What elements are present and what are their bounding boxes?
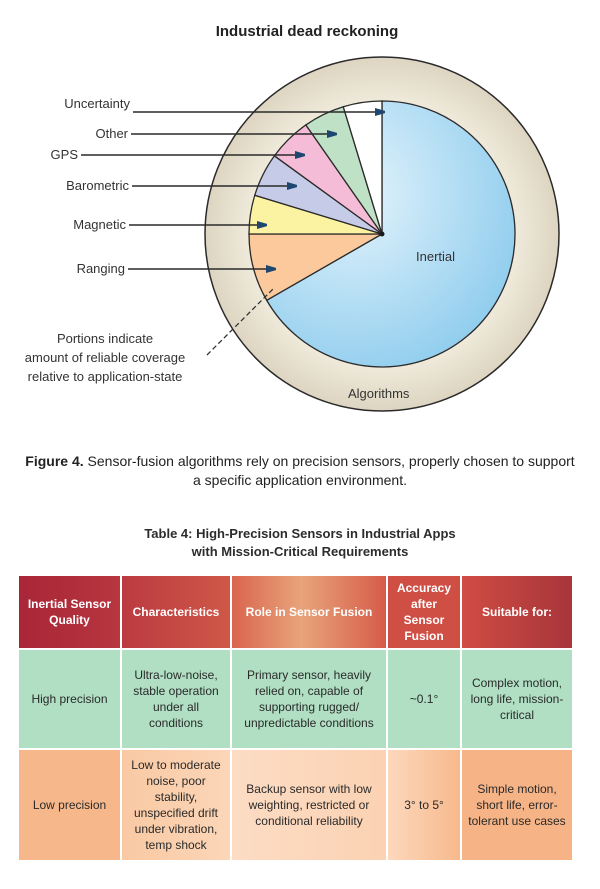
chart-title: Industrial dead reckoning [216, 23, 399, 40]
annotation: Portions indicate amount of reliable cov… [25, 287, 275, 384]
cell-quality: High precision [17, 648, 122, 750]
cell-role: Primary sensor, heavily relied on, capab… [230, 648, 388, 750]
figure-caption-text: Sensor-fusion algorithms rely on precisi… [83, 453, 575, 488]
header-suitable-for: Suitable for: [460, 574, 574, 650]
sensor-table: Inertial Sensor Quality Characteristics … [17, 574, 574, 862]
cell-accuracy: 3° to 5° [386, 748, 462, 862]
header-role: Role in Sensor Fusion [230, 574, 388, 650]
slice-label-barometric: Barometric [66, 178, 129, 193]
slice-label-uncertainty: Uncertainty [64, 96, 130, 111]
table-title-line-2: with Mission-Critical Requirements [191, 544, 409, 559]
cell-suitable-for: Simple motion, short life, error-toleran… [460, 748, 574, 862]
annotation-line-2: amount of reliable coverage [25, 350, 185, 365]
annotation-line-3: relative to application-state [28, 369, 183, 384]
cell-accuracy: ~0.1° [386, 648, 462, 750]
figure-caption: Figure 4. Sensor-fusion algorithms rely … [20, 452, 580, 490]
cell-suitable-for: Complex motion, long life, mission-criti… [460, 648, 574, 750]
ring-label: Algorithms [348, 386, 410, 401]
figure-label: Figure 4. [25, 453, 84, 469]
pie-slice-inertial [265, 100, 516, 368]
annotation-line-1: Portions indicate [57, 331, 153, 346]
pie-slice-uncertainty [342, 100, 383, 235]
pie-chart: Industrial dead reckoning Ranging Magneti… [25, 23, 560, 412]
header-characteristics: Characteristics [120, 574, 232, 650]
cell-characteristics: Ultra-low-noise, stable operation under … [120, 648, 232, 750]
cell-role: Backup sensor with low weighting, restri… [230, 748, 388, 862]
header-accuracy: Accuracy after Sensor Fusion [386, 574, 462, 650]
cell-characteristics: Low to moderate noise, poor stability, u… [120, 748, 232, 862]
table-row: Low precision Low to moderate noise, poo… [17, 748, 574, 862]
table-title: Table 4: High-Precision Sensors in Indus… [0, 525, 600, 561]
slice-label-ranging: Ranging [77, 261, 125, 276]
header-sensor-quality: Inertial Sensor Quality [17, 574, 122, 650]
table-title-line-1: Table 4: High-Precision Sensors in Indus… [144, 526, 456, 541]
pie-center [379, 231, 385, 237]
slice-label-magnetic: Magnetic [73, 217, 126, 232]
slice-label-inertial: Inertial [416, 249, 455, 264]
slice-label-gps: GPS [51, 147, 79, 162]
cell-quality: Low precision [17, 748, 122, 862]
slice-label-other: Other [95, 126, 128, 141]
table-header-row: Inertial Sensor Quality Characteristics … [17, 574, 574, 650]
table-row: High precision Ultra-low-noise, stable o… [17, 648, 574, 750]
